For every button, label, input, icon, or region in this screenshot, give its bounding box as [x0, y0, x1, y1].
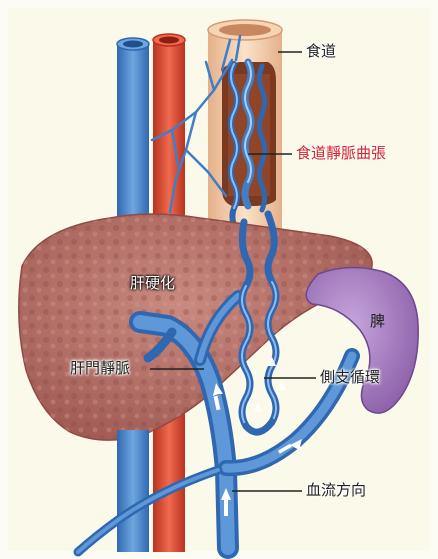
label-portal-vein: 肝門靜脈	[70, 361, 130, 376]
label-cirrhosis: 肝硬化	[130, 276, 175, 291]
vena-cava-lower	[117, 430, 149, 552]
label-esophagus: 食道	[306, 44, 336, 59]
label-spleen: 脾	[370, 314, 385, 329]
label-collateral-circulation: 側支循環	[320, 370, 380, 385]
label-blood-flow-direction: 血流方向	[306, 483, 366, 498]
label-esophageal-varices: 食道靜脈曲張	[296, 146, 386, 161]
spleen	[306, 267, 418, 413]
